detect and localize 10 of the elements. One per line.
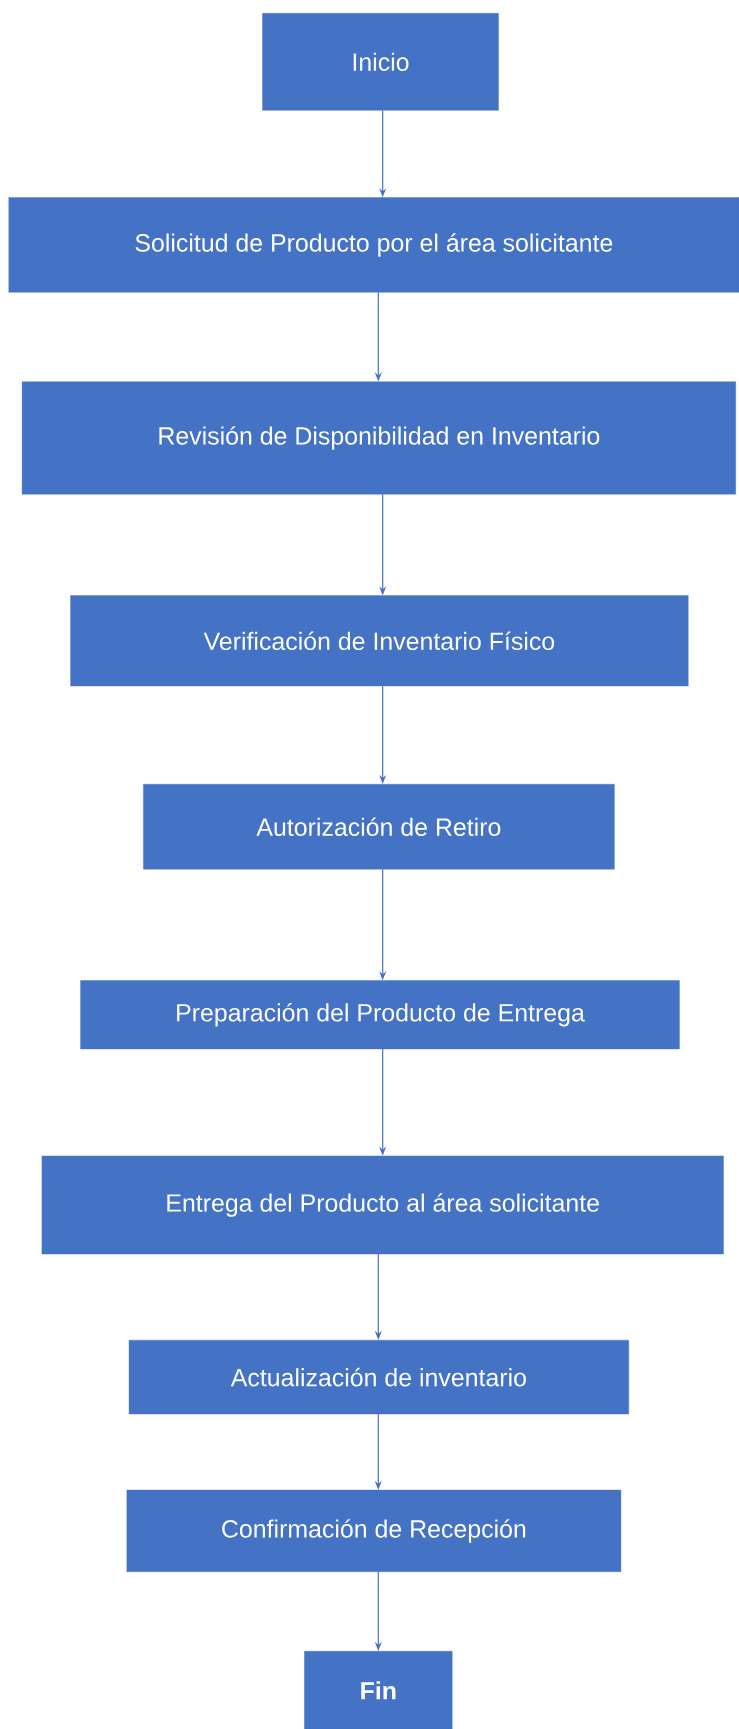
process-box: Inicio bbox=[262, 13, 499, 111]
process-box: Preparación del Producto de Entrega bbox=[80, 980, 680, 1050]
process-box: Entrega del Producto al área solicitante bbox=[41, 1155, 724, 1255]
process-box: Revisión de Disponibilidad en Inventario bbox=[21, 381, 736, 495]
process-box: Confirmación de Recepción bbox=[126, 1489, 622, 1572]
process-box: Autorización de Retiro bbox=[143, 784, 615, 870]
process-box: Verificación de Inventario Físico bbox=[70, 595, 689, 687]
process-box: Actualización de inventario bbox=[128, 1339, 629, 1415]
process-box: Fin bbox=[304, 1650, 453, 1729]
process-box: Solicitud de Producto por el área solicitante bbox=[8, 197, 739, 293]
